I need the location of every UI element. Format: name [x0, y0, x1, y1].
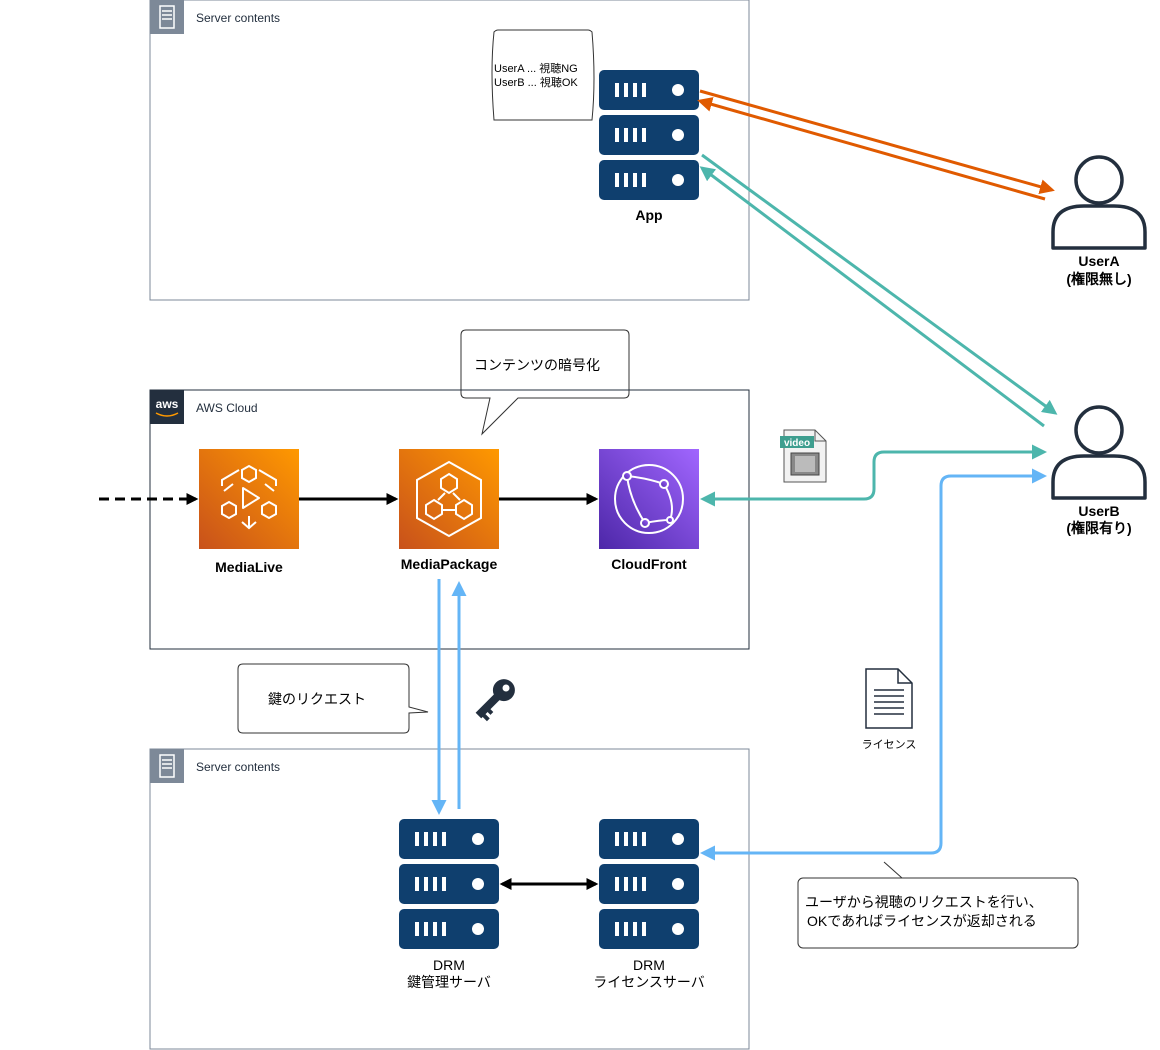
- permission-note: UserA ... 視聴NG UserB ... 視聴OK: [491, 29, 595, 121]
- note-line-2: UserB ... 視聴OK: [494, 75, 578, 89]
- drm-license-line-1: DRM: [633, 957, 665, 973]
- video-tag-text: video: [784, 438, 810, 449]
- usera-to-app-arrow: [697, 97, 1046, 201]
- server-icon: [599, 819, 699, 859]
- drm-license-server[interactable]: DRM ライセンスサーバ: [593, 819, 705, 990]
- app-server[interactable]: App: [599, 70, 699, 223]
- server-icon: [599, 909, 699, 949]
- medialive-label: MediaLive: [215, 559, 283, 575]
- encrypt-callout: コンテンツの暗号化: [460, 329, 630, 436]
- user-b-name: UserB: [1078, 503, 1119, 519]
- user-a[interactable]: UserA (権限無し): [1051, 155, 1147, 287]
- drm-key-line-2: 鍵管理サーバ: [407, 974, 491, 990]
- medialive-icon: [221, 464, 277, 530]
- mediapackage-label: MediaPackage: [401, 556, 498, 572]
- server-icon: [399, 909, 499, 949]
- key-icon: [475, 679, 515, 722]
- medialive-service[interactable]: MediaLive: [199, 449, 299, 575]
- license-callout-line-1: ユーザから視聴のリクエストを行い、: [805, 894, 1043, 910]
- user-icon: [1051, 155, 1147, 250]
- user-a-note: (権限無し): [1066, 271, 1131, 287]
- aws-group-title: AWS Cloud: [196, 401, 258, 415]
- encrypt-callout-text: コンテンツの暗号化: [474, 357, 600, 373]
- server-icon: [599, 70, 699, 110]
- video-file-icon: video: [780, 429, 827, 483]
- license-callout: ユーザから視聴のリクエストを行い、 OKであればライセンスが返却される: [797, 861, 1079, 949]
- cloudfront-service[interactable]: CloudFront: [599, 449, 699, 572]
- document-icon: ライセンス: [862, 668, 917, 751]
- user-b[interactable]: UserB (権限有り): [1051, 405, 1147, 536]
- userb-to-app-arrow: [699, 166, 1045, 428]
- userb-license-arrow: [700, 468, 1047, 861]
- license-callout-line-2: OKであればライセンスが返却される: [807, 913, 1037, 929]
- aws-cloud-group: aws AWS Cloud: [149, 389, 750, 650]
- user-b-note: (権限有り): [1066, 520, 1131, 536]
- server-contents-icon: [149, 748, 185, 784]
- mediapackage-service[interactable]: MediaPackage: [399, 449, 499, 572]
- user-a-name: UserA: [1078, 253, 1119, 269]
- mediapackage-icon: [416, 460, 482, 538]
- drm-key-line-1: DRM: [433, 957, 465, 973]
- server-icon: [399, 864, 499, 904]
- drm-key-server[interactable]: DRM 鍵管理サーバ: [399, 819, 499, 990]
- app-to-userb-arrow: [701, 153, 1058, 415]
- cloudfront-icon: [614, 464, 684, 534]
- drm-license-line-2: ライセンスサーバ: [593, 974, 705, 990]
- server-icon: [599, 160, 699, 200]
- app-label: App: [635, 207, 662, 223]
- app-group-title: Server contents: [196, 11, 280, 25]
- drm-group-title: Server contents: [196, 760, 280, 774]
- user-icon: [1051, 405, 1147, 500]
- server-contents-icon: [149, 0, 185, 35]
- aws-logo-icon: aws: [150, 390, 184, 424]
- license-label: ライセンス: [862, 738, 917, 751]
- cloudfront-label: CloudFront: [611, 556, 687, 572]
- key-request-text: 鍵のリクエスト: [268, 691, 366, 707]
- aws-logo-text: aws: [156, 397, 179, 411]
- app-to-usera-arrow: [699, 89, 1055, 194]
- server-icon: [399, 819, 499, 859]
- server-icon: [599, 115, 699, 155]
- note-line-1: UserA ... 視聴NG: [494, 61, 578, 75]
- key-request-callout: 鍵のリクエスト: [237, 663, 429, 734]
- server-icon: [599, 864, 699, 904]
